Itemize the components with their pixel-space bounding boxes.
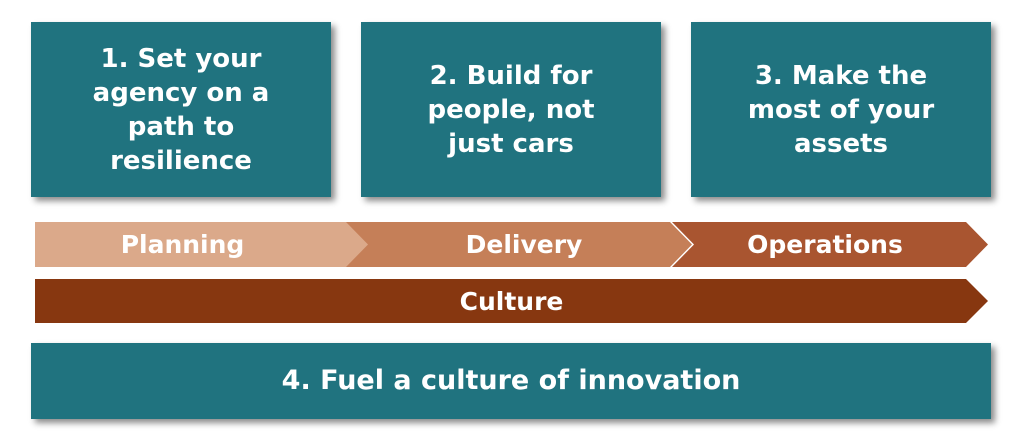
- goal-box-3-text: 3. Make the most of your assets: [747, 60, 935, 159]
- goal-box-2: 2. Build for people, not just cars: [361, 22, 661, 197]
- goal-box-4: 4. Fuel a culture of innovation: [31, 343, 991, 419]
- operations-label: Operations: [747, 230, 903, 259]
- goal-box-1: 1. Set your agency on a path to resilien…: [31, 22, 331, 197]
- goal-box-1-text: 1. Set your agency on a path to resilien…: [92, 43, 270, 176]
- planning-arrow: Planning: [35, 222, 370, 267]
- delivery-arrow: Delivery: [346, 222, 692, 267]
- operations-arrow: Operations: [672, 222, 988, 267]
- goal-box-2-text: 2. Build for people, not just cars: [427, 60, 595, 159]
- goal-box-4-text: 4. Fuel a culture of innovation: [281, 365, 741, 396]
- culture-label: Culture: [459, 286, 564, 316]
- culture-arrow: Culture: [35, 279, 988, 323]
- delivery-label: Delivery: [465, 230, 583, 259]
- goal-box-3: 3. Make the most of your assets: [691, 22, 991, 197]
- planning-label: Planning: [120, 230, 245, 259]
